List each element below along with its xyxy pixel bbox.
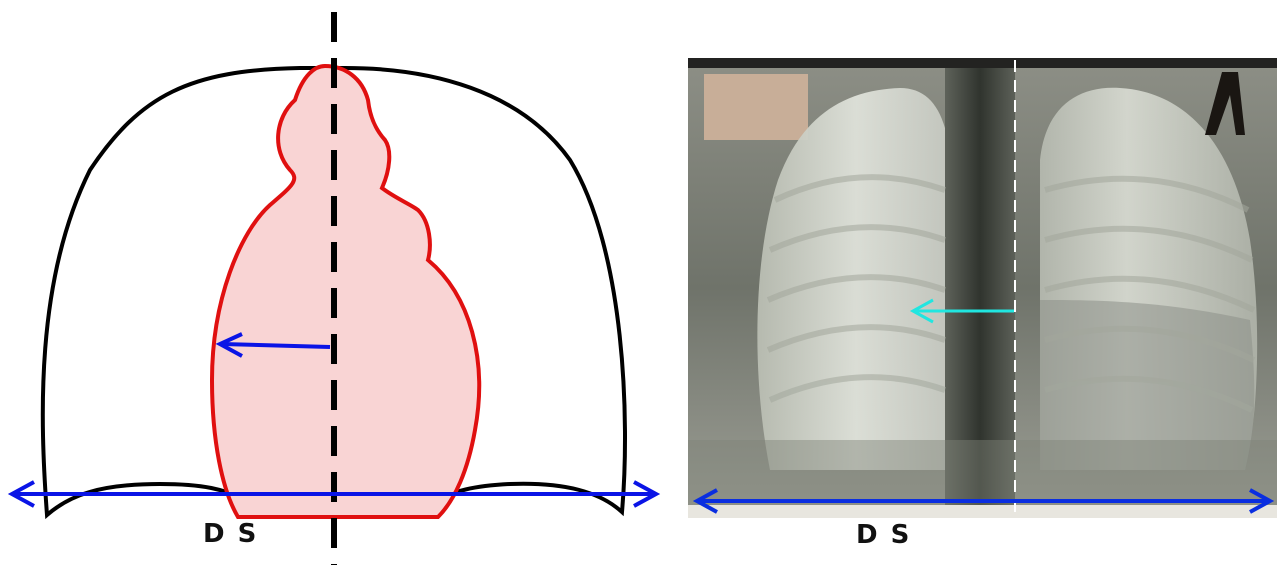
left-width-label: D S [203, 519, 258, 549]
xray-image [688, 58, 1277, 518]
left-diagram [12, 12, 656, 565]
right-width-label: D S [856, 520, 911, 550]
